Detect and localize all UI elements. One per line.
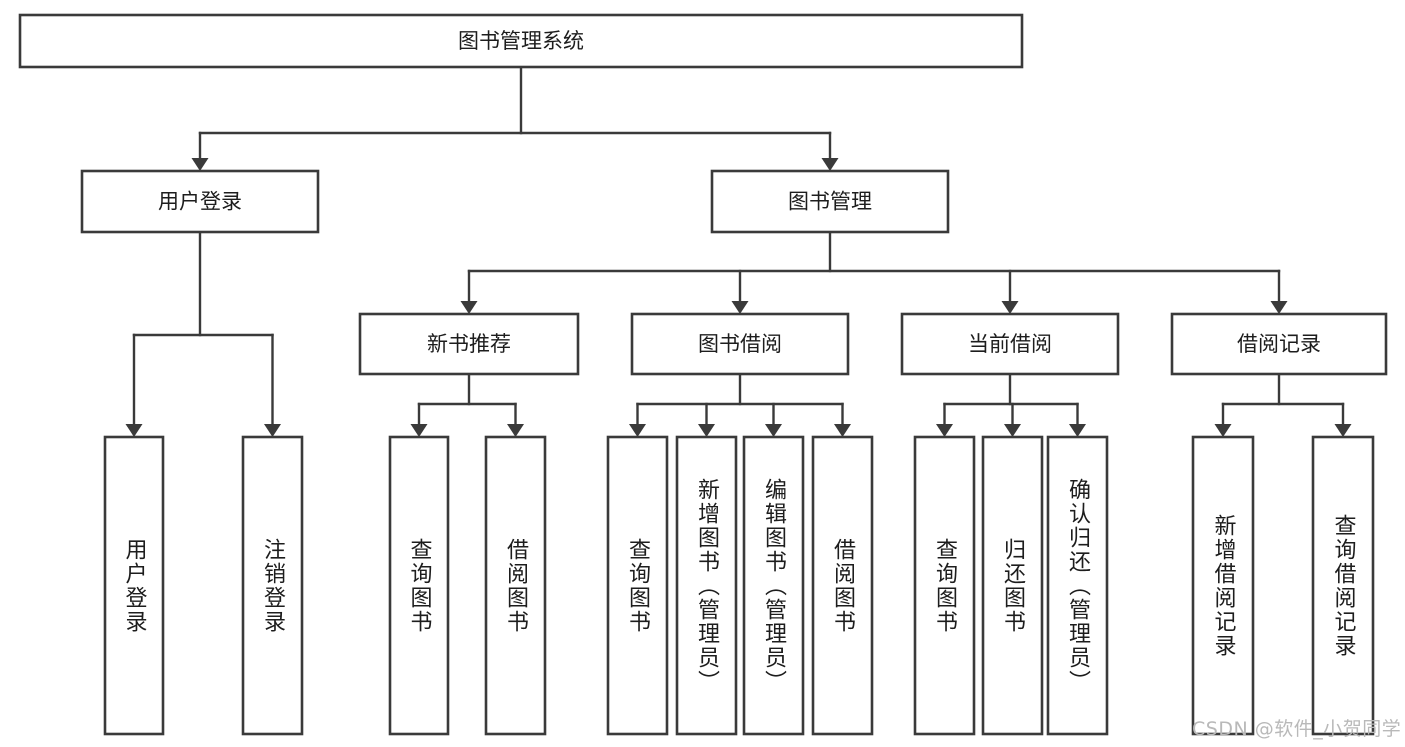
arrow-head-icon [765, 424, 782, 437]
node-box-leaf-add-book[interactable] [675, 435, 738, 736]
arrow-head-icon [191, 158, 209, 171]
node-box-leaf-borrow-book-2[interactable] [811, 435, 874, 736]
node-label-root: 图书管理系统 [458, 29, 584, 53]
arrow-head-icon [125, 424, 143, 437]
node-box-user-login[interactable] [80, 169, 320, 234]
watermark-text: CSDN @软件_小贺同学 [1192, 718, 1402, 740]
arrow-head-icon [460, 301, 478, 314]
node-label-user-login: 用户登录 [158, 190, 242, 214]
arrow-head-icon [1001, 301, 1019, 314]
arrow-head-icon [264, 424, 281, 437]
arrow-head-icon [936, 424, 953, 437]
node-label-book-manage: 图书管理 [788, 190, 872, 214]
node-box-leaf-query-record[interactable] [1311, 435, 1375, 736]
arrow-head-icon [731, 301, 749, 314]
node-box-leaf-confirm-return[interactable] [1046, 435, 1109, 736]
node-box-book-borrow[interactable] [630, 312, 850, 376]
arrow-head-icon [834, 424, 851, 437]
arrow-head-icon [821, 158, 839, 171]
arrow-head-icon [507, 424, 524, 437]
arrow-head-icon [410, 424, 428, 437]
arrow-head-icon [1334, 424, 1352, 437]
arrow-head-icon [698, 424, 715, 437]
node-box-new-book-recommend[interactable] [358, 312, 580, 376]
arrow-head-icon [1004, 424, 1021, 437]
node-box-leaf-return-book[interactable] [981, 435, 1044, 736]
node-box-leaf-logout[interactable] [241, 435, 304, 736]
node-box-leaf-edit-book[interactable] [742, 435, 805, 736]
node-box-leaf-add-record[interactable] [1191, 435, 1255, 736]
node-box-root[interactable] [18, 13, 1024, 69]
node-label-current-borrow: 当前借阅 [968, 332, 1052, 356]
arrow-head-icon [1214, 424, 1232, 437]
node-box-leaf-borrow-book-1[interactable] [484, 435, 547, 736]
connector-layer [125, 65, 1352, 437]
node-box-leaf-user-login[interactable] [103, 435, 165, 736]
node-box-book-manage[interactable] [710, 169, 950, 234]
node-box-leaf-query-book-3[interactable] [913, 435, 976, 736]
node-label-borrow-record: 借阅记录 [1237, 332, 1321, 356]
node-label-new-book-recommend: 新书推荐 [427, 332, 511, 356]
node-box-leaf-query-book-2[interactable] [606, 435, 669, 736]
node-box-leaf-query-book-1[interactable] [388, 435, 450, 736]
arrow-head-icon [629, 424, 646, 437]
node-box-current-borrow[interactable] [900, 312, 1120, 376]
node-box-borrow-record[interactable] [1170, 312, 1388, 376]
node-label-book-borrow: 图书借阅 [698, 332, 782, 356]
arrow-head-icon [1069, 424, 1086, 437]
arrow-head-icon [1270, 301, 1288, 314]
node-box-layer [18, 13, 1388, 736]
